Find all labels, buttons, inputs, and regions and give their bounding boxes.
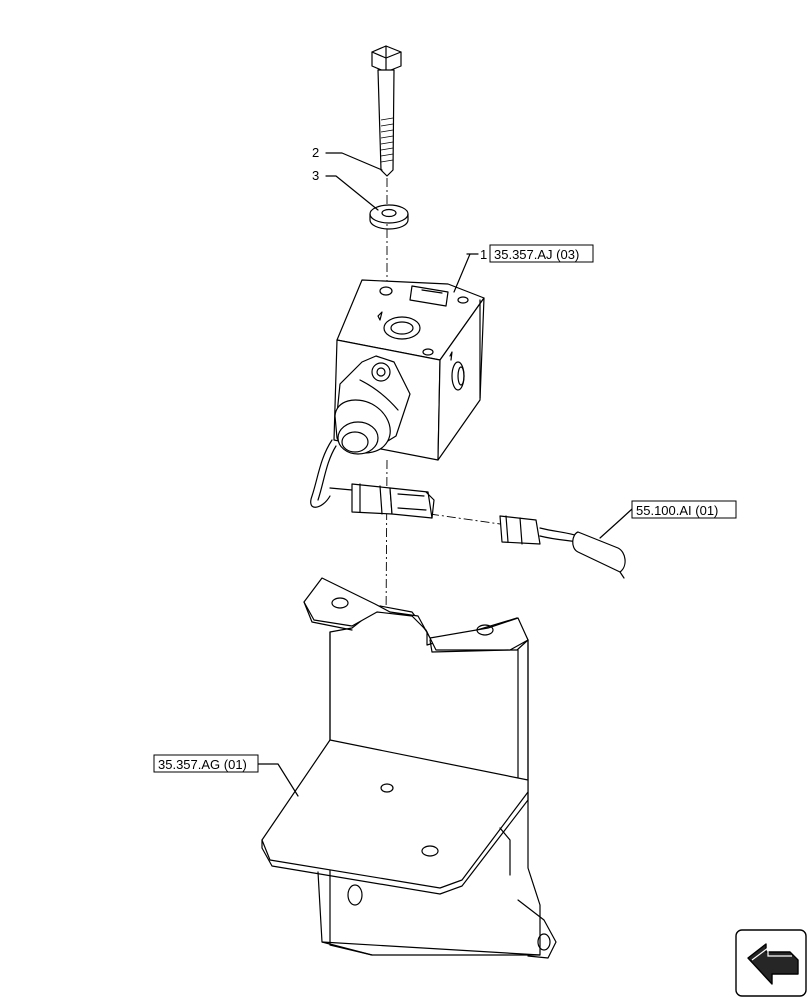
solenoid-coil: [334, 355, 411, 455]
valve-connector: [310, 439, 435, 519]
ref-valve-label: 35.357.AJ (03): [494, 247, 579, 262]
arrow-icon[interactable]: [735, 929, 807, 997]
bolt: [371, 45, 402, 177]
callout-2: 2: [312, 145, 319, 160]
connector-axis-line: [429, 513, 501, 525]
washer: [369, 204, 409, 230]
ref-bracket-label: 35.357.AG (01): [158, 757, 247, 772]
harness-connector: [499, 515, 626, 579]
ref-box-connector[interactable]: 55.100.AI (01): [631, 500, 737, 519]
ref-connector-label: 55.100.AI (01): [636, 503, 718, 518]
ref-box-bracket[interactable]: 35.357.AG (01): [153, 754, 259, 773]
callout-1: 1: [480, 247, 487, 262]
callout-3: 3: [312, 168, 319, 183]
callout-leaders: [257, 152, 633, 797]
ref-box-valve[interactable]: 35.357.AJ (03): [489, 244, 594, 263]
mounting-bracket: [261, 577, 557, 959]
